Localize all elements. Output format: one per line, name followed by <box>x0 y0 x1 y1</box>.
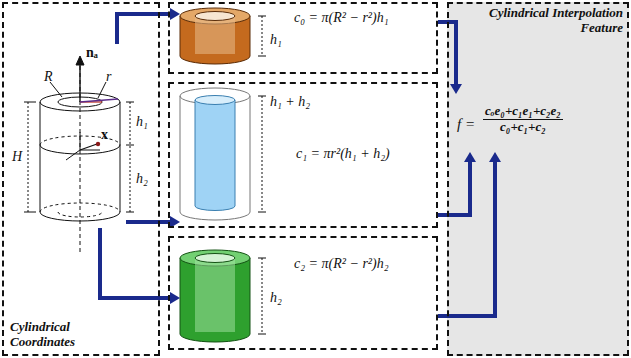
outer-shell-figure <box>180 8 266 64</box>
dimension-label: h₂ <box>136 172 148 186</box>
radius-label: r <box>106 70 111 84</box>
volume-formula: c₂ = π(R² − r²)h₂ <box>294 256 389 272</box>
arrow-line <box>126 220 172 224</box>
volume-panel: h₁ + h₂ c₁ = πr²(h₁ + h₂) <box>168 82 438 228</box>
volume-panel: c₂ = π(R² − r²)h₂ h₂ <box>168 236 438 350</box>
inner-core-figure <box>180 88 266 220</box>
flow-arrow <box>438 22 462 94</box>
dimension-label: h₂ <box>270 290 282 306</box>
arrow-line <box>438 160 470 215</box>
flow-arrow <box>117 8 180 44</box>
flow-arrow <box>438 152 476 215</box>
arrow-line <box>100 228 172 298</box>
point-label: x <box>101 128 108 142</box>
arrow-head <box>170 8 180 20</box>
volume-panel: c₀ = π(R² − r²)h₁ h₁ <box>168 2 438 74</box>
dimension-label: h₁ <box>136 115 148 129</box>
fraction-denominator: c₀+c₁+c₂ <box>498 120 548 135</box>
arrow-head <box>450 84 462 94</box>
arrow-head <box>170 292 180 304</box>
volume-formula: c₁ = πr²(h₁ + h₂) <box>296 146 390 162</box>
panel-title: Cylindrical Interpolation Feature <box>473 6 623 36</box>
axis-label: nₐ <box>86 46 98 60</box>
formula-text: f = <box>457 116 475 133</box>
panel-title: Cylindrical Coordinates <box>10 320 120 350</box>
cylinder-figure <box>24 56 134 252</box>
arrow-head <box>489 152 501 162</box>
outer-shell-figure <box>180 250 266 342</box>
arrow-head <box>464 152 476 162</box>
panel-ground <box>447 2 629 356</box>
radius-label: R <box>44 70 53 84</box>
fraction: cₒe₀+c₁e₁+c₂e₂c₀+c₁+c₂ <box>483 104 563 135</box>
volume-formula: c₀ = π(R² − r²)h₁ <box>294 10 389 26</box>
dimension-label: h₁ <box>270 32 282 48</box>
dimension-label: H <box>12 150 22 164</box>
dimension-label: h₁ + h₂ <box>270 94 310 110</box>
feature-panel: Cylindrical Interpolation Feature f = cₒe₀… <box>447 2 629 356</box>
fraction-numerator: cₒe₀+c₁e₁+c₂e₂ <box>483 104 563 120</box>
arrow-line <box>117 14 172 44</box>
